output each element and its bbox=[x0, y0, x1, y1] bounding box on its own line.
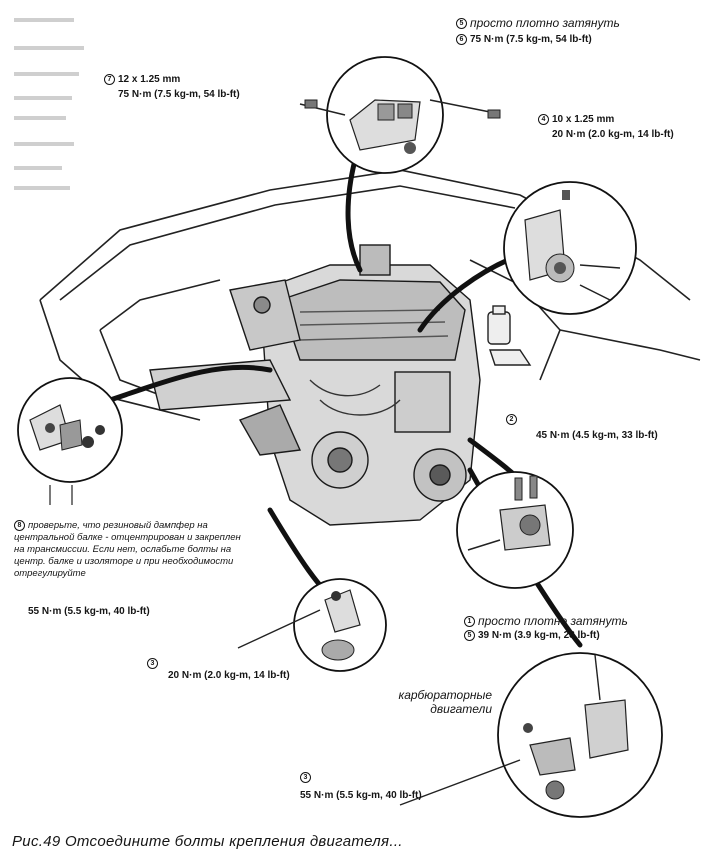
bottom-center-label-torque: 20 N·m (2.0 kg-m, 14 lb-ft) bbox=[168, 670, 290, 681]
bottom-right-carb-label: карбюраторные двигатели bbox=[398, 688, 492, 716]
callout-text: 75 N·m (7.5 kg-m, 54 lb-ft) bbox=[470, 34, 592, 46]
detail-circle-bottom bbox=[237, 578, 387, 672]
right-upper-label-torque: 20 N·m (2.0 kg-m, 14 lb-ft) bbox=[552, 129, 674, 140]
callout-text: просто плотно затянуть bbox=[478, 614, 628, 628]
figure-caption: Рис.49 Отсоедините болты крепления двига… bbox=[12, 833, 403, 850]
detail-circle-mid-right bbox=[456, 471, 574, 589]
callout-number: 5 bbox=[456, 18, 467, 30]
top-left-label-torque: 75 N·m (7.5 kg-m, 54 lb-ft) bbox=[118, 89, 240, 100]
callout-number: 4 bbox=[538, 114, 549, 125]
engine-block bbox=[149, 244, 481, 526]
bottom-center-label-num: 3 bbox=[147, 658, 161, 670]
detail-circle-left bbox=[17, 377, 123, 505]
detail-circle-right bbox=[503, 181, 637, 315]
callout-number: 7 bbox=[104, 74, 115, 85]
callout-number: 3 bbox=[147, 658, 158, 669]
callout-text: 39 N·m (3.9 kg-m, 28 lb-ft) bbox=[478, 630, 600, 642]
callout-text: 12 x 1.25 mm bbox=[118, 74, 181, 86]
callout-number: 8 bbox=[14, 520, 25, 531]
callout-text: просто плотно затянуть bbox=[470, 16, 620, 30]
callout-text: 10 x 1.25 mm bbox=[552, 114, 615, 126]
bottom-right-label-num2: 3 bbox=[300, 772, 314, 784]
detail-circle-bottom-right bbox=[399, 652, 663, 818]
faded-background-text bbox=[14, 18, 84, 190]
right-middle-label-num: 2 bbox=[506, 414, 520, 426]
callout-number: 6 bbox=[456, 34, 467, 45]
callout-text: проверьте, что резиновый дампфер на цент… bbox=[14, 520, 241, 580]
detail-circle-top bbox=[299, 56, 501, 174]
reservoir-bottle bbox=[487, 305, 532, 366]
callout-number: 1 bbox=[464, 616, 475, 628]
callout-number: 2 bbox=[506, 414, 517, 425]
callout-number: 3 bbox=[300, 772, 311, 783]
bottom-right-label-torque2: 55 N·m (5.5 kg-m, 40 lb-ft) bbox=[300, 790, 422, 801]
callout-number: 5 bbox=[464, 630, 475, 641]
left-label-torque: 55 N·m (5.5 kg-m, 40 lb-ft) bbox=[28, 606, 150, 617]
right-middle-label-torque: 45 N·m (4.5 kg-m, 33 lb-ft) bbox=[536, 430, 658, 441]
